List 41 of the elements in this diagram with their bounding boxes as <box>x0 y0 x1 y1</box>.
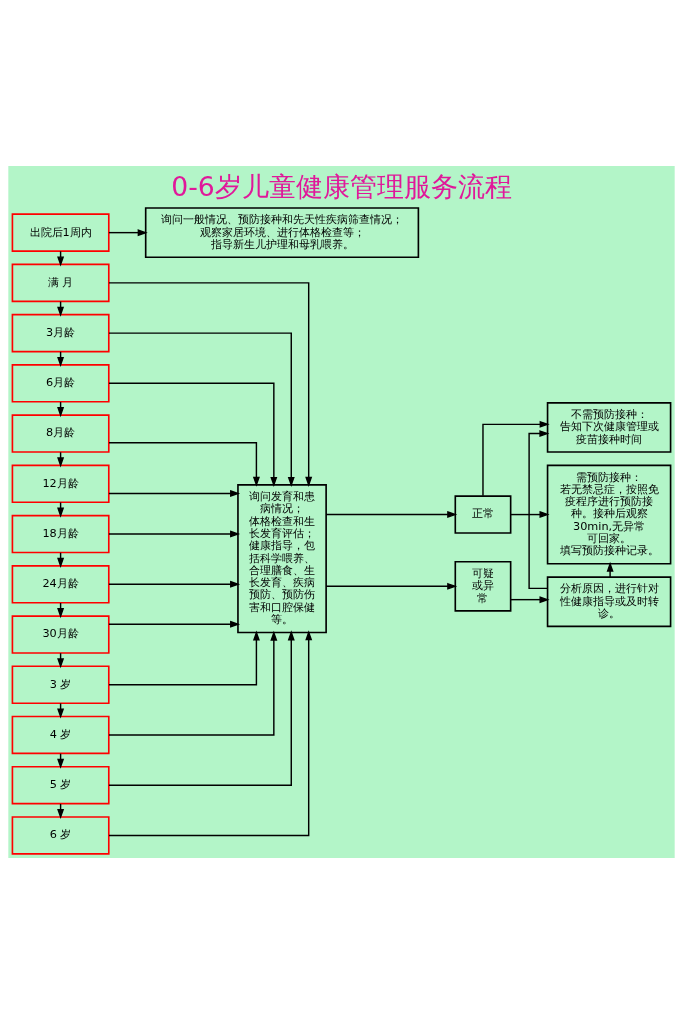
node-box: 12月龄 <box>11 464 110 504</box>
node-box: 6月龄 <box>11 364 110 403</box>
diagram-title: 0-6岁儿童健康管理服务流程 <box>171 170 512 202</box>
arrow <box>510 511 550 519</box>
arrow <box>108 620 241 628</box>
arrow <box>108 382 278 487</box>
node-box: 24月龄 <box>11 565 110 604</box>
arrow <box>528 430 550 590</box>
node-box: 询问一般情况、预防接种和先天性疾病筛查情况； 观察家居环境、进行体格检查等； 指导新生儿护理和母乳喂养。 <box>144 207 420 259</box>
arrow <box>108 530 241 538</box>
node-box: 需预防接种： 若无禁忌症，按照免疫程序进行预防接种。接种后观察30min,无异常可回家。 填写预防接种记录。 <box>546 464 672 565</box>
node-box: 可疑或异常 <box>454 560 512 612</box>
node-box: 满 月 <box>11 263 110 303</box>
arrow <box>108 229 148 237</box>
node-box: 分析原因，进行针对性健康指导或及时转诊。 <box>546 576 672 628</box>
arrow <box>108 282 313 487</box>
arrow <box>108 630 313 837</box>
node-box: 3 岁 <box>11 665 110 705</box>
arrow <box>325 582 458 590</box>
arrow <box>325 511 458 519</box>
arrow <box>108 630 278 736</box>
node-box: 30月龄 <box>11 615 110 654</box>
node-box: 6 岁 <box>11 816 110 855</box>
node-box: 不需预防接种： 告知下次健康管理或疫苗接种时间 <box>546 402 672 453</box>
arrow <box>510 596 550 604</box>
arrow <box>482 420 550 497</box>
node-box: 8月龄 <box>11 414 110 453</box>
node-box: 询问发育和患病情况； 体格检查和生长发育评估； 健康指导，包括科学喂养、合理膳食、生长发育、疾病预防、预防伤害和口腔保健等。 <box>237 484 327 634</box>
node-box: 18月龄 <box>11 514 110 554</box>
arrow <box>108 630 260 686</box>
node-box: 4 岁 <box>11 715 110 755</box>
arrow <box>606 561 614 578</box>
arrow <box>108 630 295 786</box>
arrow <box>108 442 260 487</box>
node-box: 出院后1周内 <box>11 213 110 252</box>
node-box: 正常 <box>454 495 512 534</box>
node-box: 3月龄 <box>11 313 110 353</box>
arrow <box>108 332 295 487</box>
arrow <box>108 490 241 498</box>
node-box: 5 岁 <box>11 765 110 805</box>
arrow <box>108 580 241 588</box>
